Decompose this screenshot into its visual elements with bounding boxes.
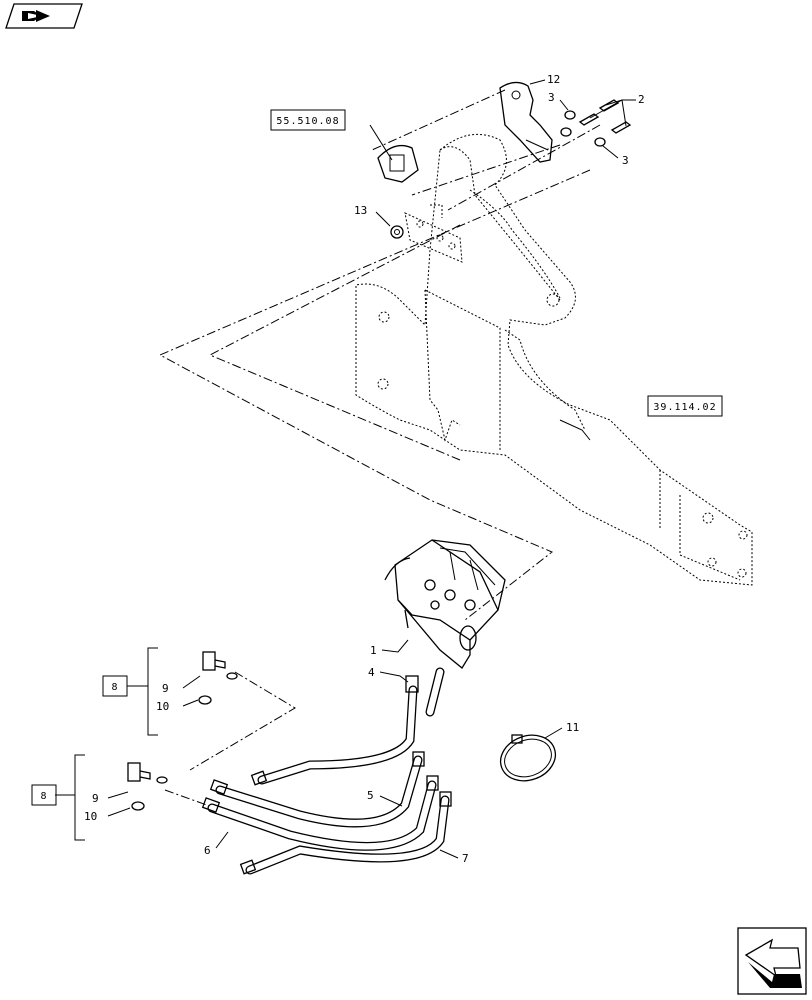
callout-11: 11: [566, 721, 579, 734]
callout-10-lower: 10: [84, 810, 97, 823]
leader-lines: [107, 79, 636, 859]
book-arrow-icon[interactable]: [5, 3, 83, 29]
sensor-component: [377, 144, 419, 183]
group-brackets: [55, 647, 158, 841]
clamp-ring-part-11: [499, 734, 557, 782]
callout-6: 6: [204, 844, 211, 857]
svg-text:55.510.08: 55.510.08: [276, 116, 339, 127]
callout-5: 5: [367, 789, 374, 802]
callout-13: 13: [354, 204, 367, 217]
callout-3-top: 3: [548, 91, 555, 104]
bracket-part-12: [499, 81, 553, 163]
hoses: [201, 667, 452, 875]
next-page-arrow-icon[interactable]: [737, 927, 807, 995]
callout-2: 2: [638, 93, 645, 106]
loader-frame: [355, 133, 753, 586]
bolts-part-2: [560, 99, 632, 147]
callout-10-upper: 10: [156, 700, 169, 713]
switch-upper: [198, 651, 238, 705]
callout-7: 7: [462, 852, 469, 865]
callout-4: 4: [368, 666, 375, 679]
callout-9-lower: 9: [92, 792, 99, 805]
callout-9-upper: 9: [162, 682, 169, 695]
callout-numbers: 12 3 2 3 13 1 4 9 10 11 9 10 5 6 7: [84, 73, 645, 865]
callout-3-right: 3: [622, 154, 629, 167]
ref-box-8-upper[interactable]: 8: [102, 675, 128, 697]
nut-part-13: [390, 225, 404, 239]
phantom-lines: [158, 89, 601, 809]
switch-lower: [127, 762, 168, 811]
callout-12: 12: [547, 73, 560, 86]
ref-box-55-510-08[interactable]: 55.510.08: [270, 109, 346, 131]
ref-box-8-lower[interactable]: 8: [31, 784, 57, 806]
callout-1: 1: [370, 644, 377, 657]
svg-text:8: 8: [111, 682, 118, 693]
valve-block-part-1: [384, 539, 506, 669]
ref-box-39-114-02[interactable]: 39.114.02: [647, 395, 723, 417]
svg-text:39.114.02: 39.114.02: [653, 402, 716, 413]
svg-text:8: 8: [40, 791, 47, 802]
